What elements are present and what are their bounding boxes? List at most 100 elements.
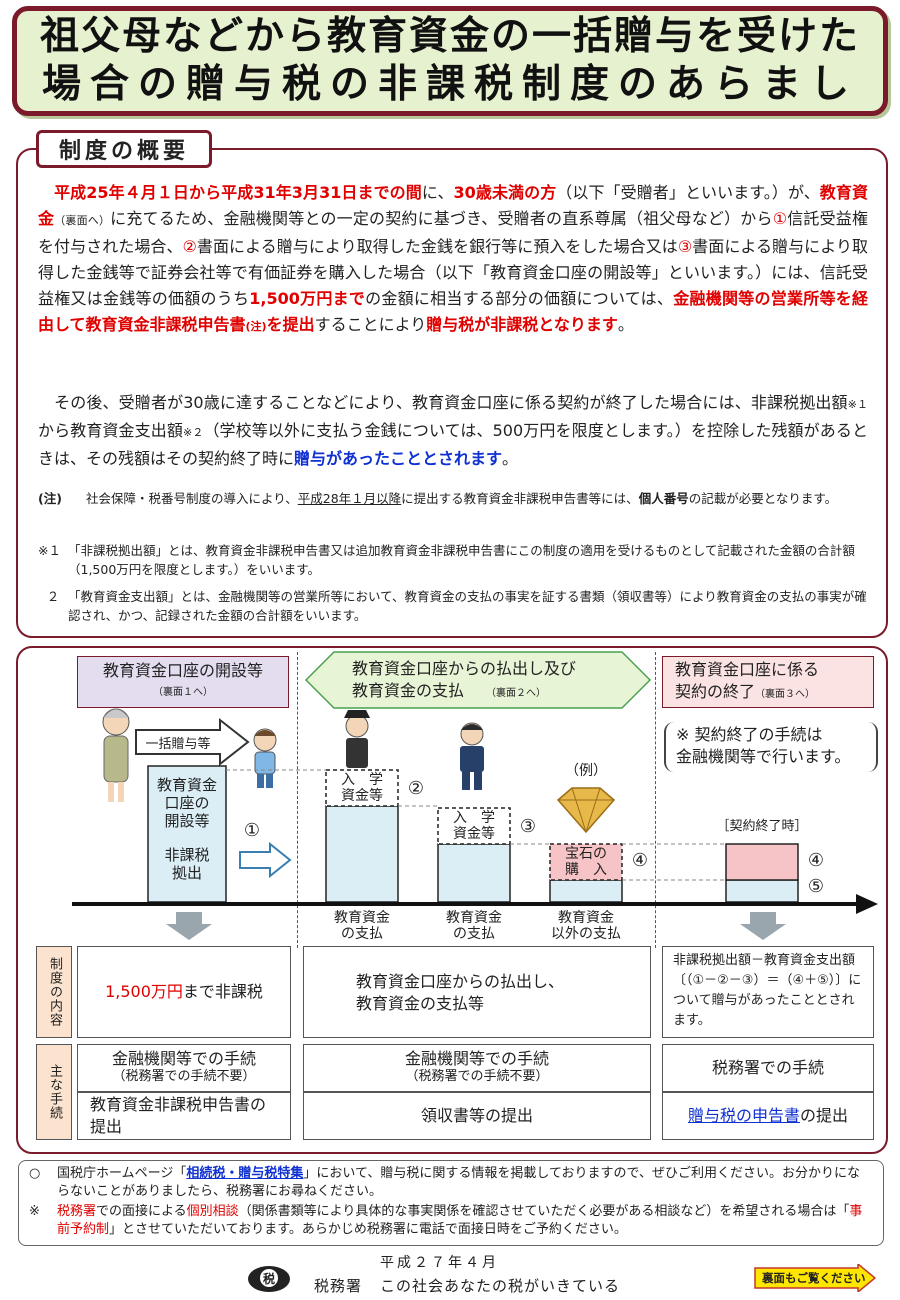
bullet: ※ [29, 1204, 40, 1219]
text-span: 。 [502, 449, 519, 468]
note-2: ２ 「教育資金支出額」とは、金融機関等の営業所等において、教育資金の支払の事実を… [38, 587, 868, 625]
logo-text: 税 [263, 1271, 275, 1286]
text-span: 信託受益権を付与された場合、 [38, 209, 868, 256]
tax-office-logo-icon: 税 [248, 1266, 290, 1292]
example-label: （例） [565, 763, 607, 779]
text-span: の金額に相当する部分の価額については、 [365, 289, 674, 308]
text-span: （関係書類等により具体的な事実関係を確認させていただく必要がある相談など）を希望… [238, 1204, 850, 1219]
text-span: 個別相談 [186, 1204, 239, 1219]
ref-text: （裏面へ） [54, 214, 111, 227]
payment-block-2 [437, 843, 511, 903]
remaining-block-5 [725, 879, 799, 903]
gift-arrow-label: 一括贈与等 [145, 737, 211, 752]
text-span: での面接による [96, 1204, 187, 1219]
circle-1: ① [772, 209, 788, 228]
text-line: （税務署での手続不要） [405, 1069, 549, 1084]
text-span: から教育資金支出額 [38, 421, 183, 440]
jewel-icon [556, 787, 616, 834]
label-line: 宝石の [565, 846, 607, 862]
note-1: ※１ 「非課税拠出額」とは、教育資金非課税申告書又は追加教育資金非課税申告書にこ… [38, 541, 868, 579]
see-back-button[interactable]: 裏面もご覧ください [754, 1264, 876, 1292]
header-text: 教育資金口座の開設等 [102, 661, 263, 680]
note-mark: ※１ [38, 543, 61, 558]
note-ref: (注) [245, 320, 267, 333]
text-span: に提出する教育資金非課税申告書等には、 [401, 491, 639, 506]
text-span: 税務署 [57, 1204, 97, 1219]
jewel-box [549, 843, 623, 881]
title-line2: 場合の贈与税の非課税制度のあらまし [41, 62, 858, 107]
circle-3: ③ [677, 237, 693, 256]
text-span: に充てるため、金融機関等との一定の契約に基づき、受贈者の直系尊属（祖父母など）か… [110, 209, 773, 228]
gift-deemed-text: 贈与があったこととされます [294, 449, 503, 468]
text-span: 書面による贈与により取得した金銭を銀行等に預入をした場合又は [196, 237, 678, 256]
footer-info-box: ○ 国税庁ホームページ「相続税・贈与税特集」において、贈与税に関する情報を掲載し… [18, 1160, 884, 1246]
mynumber-text: 個人番号 [638, 491, 689, 506]
text-span: その後、受贈者が30歳に達することなどにより、教育資金口座に係る契約が終了した場… [54, 393, 848, 412]
procedure-col3-top: 税務署での手続 [662, 1044, 874, 1092]
text-span: の提出 [800, 1106, 849, 1125]
tax-free-text: 贈与税が非課税となります [426, 315, 618, 334]
nta-special-link[interactable]: 相続税・贈与税特集 [186, 1166, 304, 1181]
text-span: 事前予約制 [57, 1204, 863, 1237]
procedure-col2-bottom: 領収書等の提出 [303, 1092, 651, 1140]
procedure-col1-bottom: 教育資金非課税申告書の提出 [77, 1092, 291, 1140]
label-line: 開設等 [164, 812, 210, 830]
limit-text: 1,500万円まで [249, 289, 366, 308]
label-line: の支払 [341, 926, 383, 942]
circle-4-end-label: ④ [807, 850, 825, 871]
age-text: 30歳未満の方 [453, 183, 557, 202]
header-contract-end: 教育資金口座に係る 契約の終了（裏面３へ） [662, 656, 874, 708]
down-arrow [166, 912, 212, 940]
label-line: 教育資金 [446, 910, 502, 926]
circle-5-label: ⑤ [807, 876, 825, 897]
text-line: 金融機関等での手続 [111, 1049, 256, 1068]
footer-item-1: ○ 国税庁ホームページ「相続税・贈与税特集」において、贈与税に関する情報を掲載し… [29, 1165, 873, 1201]
note-ref: ※２ [183, 426, 204, 439]
footer-item-2: ※ 税務署での面接による個別相談（関係書類等により具体的な事実関係を確認させてい… [29, 1203, 873, 1239]
row-label-content: 制度の内容 [36, 946, 72, 1038]
entrance-box-2 [437, 807, 511, 845]
account-block [147, 765, 227, 903]
header-withdrawal-shape [304, 651, 652, 709]
divider [297, 652, 298, 948]
row-label-procedure: 主な手続 [36, 1044, 72, 1140]
title-banner: 祖父母などから教育資金の一括贈与を受けた 場合の贈与税の非課税制度のあらまし [12, 6, 888, 116]
entrance-2-label: 入 学 資金等 [438, 810, 510, 842]
contract-end-note: ※ 契約終了の手続は 金融機関等で行います。 [664, 722, 878, 772]
gift-tax-return-text: 贈与税の申告書 [687, 1106, 800, 1125]
text-span: 」において、贈与税に関する情報を掲載しておりますので、ぜひご利用ください。お分か… [57, 1166, 861, 1199]
student-icon [460, 722, 484, 790]
label-line: 拠出 [171, 864, 202, 882]
label-line: 口座の [164, 794, 210, 812]
header-text: 教育資金口座からの払出し及び [352, 659, 577, 678]
arrow-right-icon [754, 1264, 876, 1292]
label-line: 教育資金 [334, 910, 390, 926]
footer-org-line: 税務署この社会あなたの税がいきている [314, 1275, 620, 1296]
note-line: 金融機関等で行います。 [676, 747, 851, 766]
under-label-3: 教育資金 以外の支払 [538, 910, 634, 942]
text-line: 教育資金の支払等 [356, 994, 485, 1013]
label-line: 教育資金 [558, 910, 614, 926]
text-span: （以下「受贈者」といいます。）が、 [556, 183, 820, 202]
gift-arrow [135, 717, 250, 767]
entrance-1-label: 入 学 資金等 [326, 772, 398, 804]
hollow-arrow [239, 841, 292, 879]
under-label-1: 教育資金 の支払 [318, 910, 406, 942]
overview-tab: 制度の概要 [36, 130, 212, 168]
timeline-arrowhead [856, 894, 878, 914]
note-text: 「教育資金支出額」とは、金融機関等の営業所等において、教育資金の支払の事実を証す… [68, 589, 867, 623]
label-line: 購 入 [565, 862, 607, 878]
content-col2: 教育資金口座からの払出し、 教育資金の支払等 [303, 946, 651, 1038]
overview-paragraph-1: 平成25年４月１日から平成31年3月31日までの間に、30歳未満の方（以下「受贈… [38, 180, 868, 340]
note-mark: (注) [38, 491, 62, 506]
label-line: 入 学 [341, 772, 383, 788]
overview-panel [16, 148, 888, 638]
circle-1-label: ① [243, 820, 261, 841]
content-col1: 1,500万円まで非課税 [77, 946, 291, 1038]
text-span: に、 [421, 183, 454, 202]
header-text: 教育資金の支払 [352, 681, 465, 700]
org-name: 税務署 [314, 1277, 363, 1295]
circle-4-label: ④ [631, 850, 649, 871]
text-span: （学校等以外に支払う金銭については、500万円を限度とします。）を控除した残額が… [38, 421, 868, 468]
